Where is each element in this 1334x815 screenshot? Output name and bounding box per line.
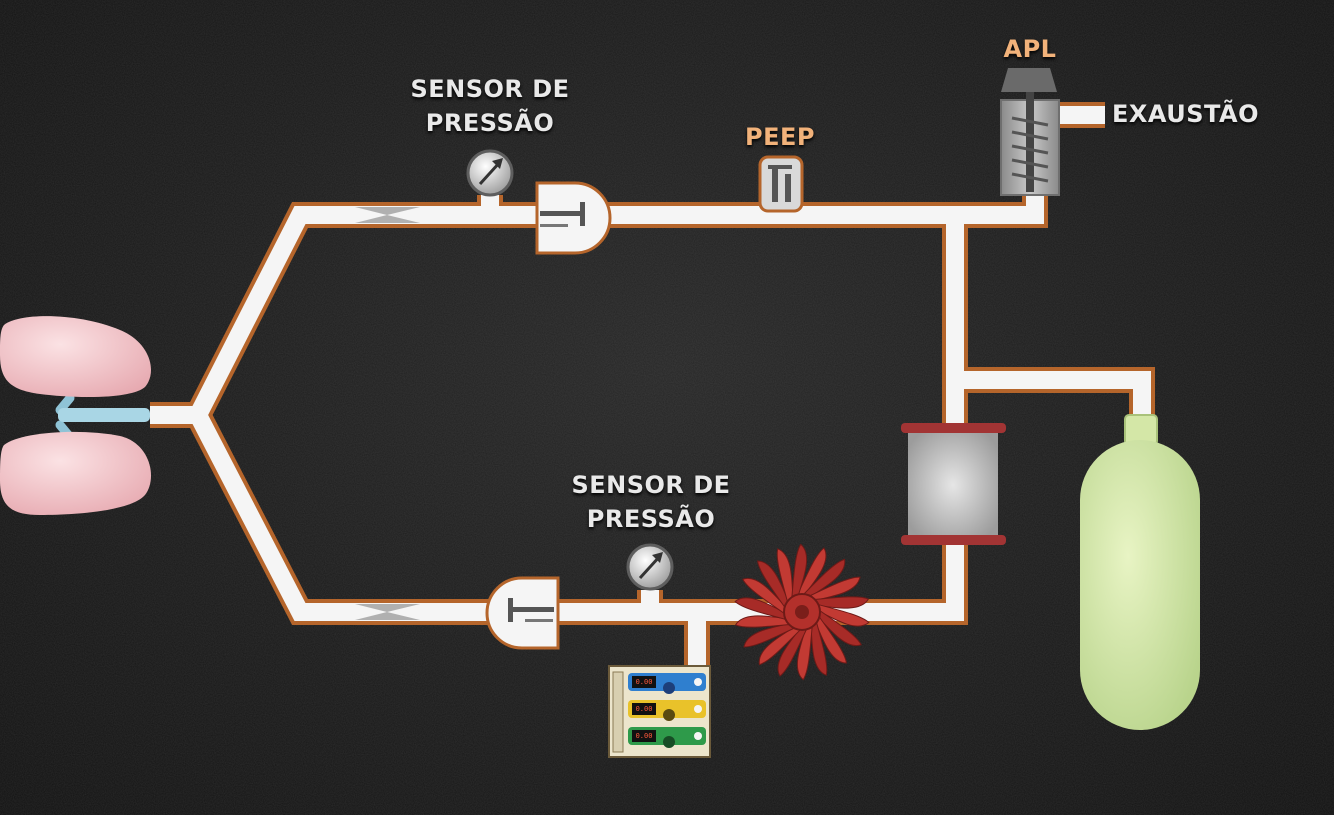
fan-blade bbox=[734, 597, 790, 622]
fan-blade bbox=[814, 602, 870, 627]
pressure-gauge-icon bbox=[626, 543, 674, 591]
breathing-circuit-pipes bbox=[150, 102, 1155, 668]
pressure-sensor-top-label: SENSOR DE PRESSÃO bbox=[400, 72, 580, 140]
exhaust-label: EXAUSTÃO bbox=[1112, 100, 1259, 128]
label-line: SENSOR DE bbox=[410, 75, 570, 103]
peep-label: PEEP bbox=[745, 123, 815, 151]
fan-icon bbox=[734, 543, 870, 681]
reservoir-bag-icon bbox=[1080, 414, 1200, 730]
label-line: PRESSÃO bbox=[586, 505, 716, 533]
fan-blade bbox=[776, 548, 794, 607]
flow-restrictor-icons bbox=[355, 207, 420, 620]
one-way-valve-icon bbox=[485, 576, 560, 650]
fan-blade bbox=[734, 615, 794, 628]
flowmeter-readout: 0.00 bbox=[635, 732, 653, 740]
one-way-valve-icon bbox=[535, 181, 612, 255]
fan-blade bbox=[800, 558, 846, 600]
fan-blade bbox=[758, 624, 804, 666]
flowmeter-icon bbox=[608, 665, 711, 758]
apl-valve-icon bbox=[1000, 68, 1060, 196]
fan-blade bbox=[742, 577, 789, 617]
label-line: SENSOR DE bbox=[571, 471, 731, 499]
fan-blade bbox=[810, 617, 828, 676]
fan-blade bbox=[743, 622, 799, 648]
pressure-sensor-bottom-label: SENSOR DE PRESSÃO bbox=[561, 468, 741, 536]
co2-absorber-icon bbox=[901, 423, 1006, 545]
apl-label: APL bbox=[1003, 35, 1057, 63]
fan-blade bbox=[805, 576, 861, 602]
peep-valve-icon bbox=[758, 155, 804, 213]
fan-blade bbox=[815, 607, 862, 647]
fan-blade bbox=[757, 560, 791, 612]
fan-hub-center bbox=[795, 605, 809, 619]
fan-blade bbox=[791, 543, 808, 602]
fan-blade bbox=[796, 622, 813, 681]
fan-blade bbox=[777, 625, 809, 677]
lungs-icon bbox=[0, 316, 152, 515]
fan-blade bbox=[810, 596, 870, 609]
flowmeter-readout: 0.00 bbox=[635, 705, 653, 713]
fan-blade bbox=[795, 547, 827, 599]
fan-blade bbox=[813, 612, 847, 664]
pressure-gauge-icon bbox=[466, 149, 514, 197]
flowmeter-readout: 0.00 bbox=[635, 678, 653, 686]
label-line: PRESSÃO bbox=[425, 109, 555, 137]
